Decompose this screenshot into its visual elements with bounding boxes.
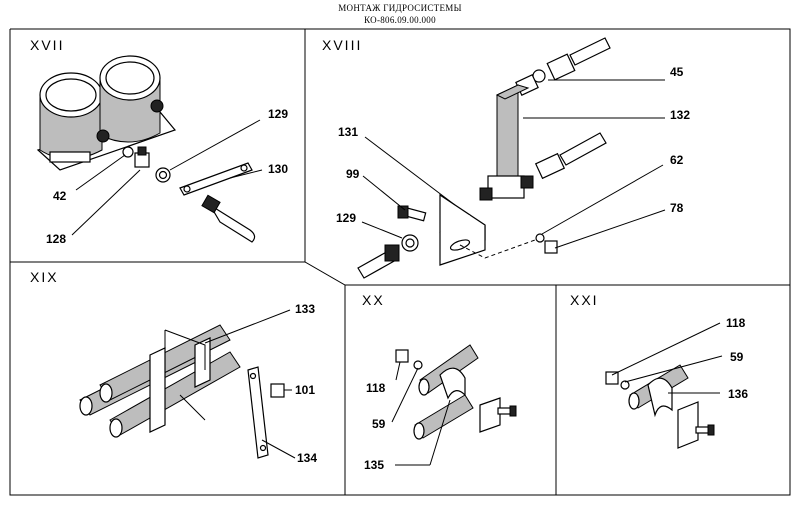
plate-bolt-xx	[479, 397, 517, 433]
nut-78	[544, 240, 558, 254]
bolt-large	[357, 244, 400, 279]
plate-130	[179, 162, 253, 196]
panel-label-xx: XX	[362, 292, 385, 308]
hose-fitting-45	[515, 37, 611, 96]
panel-xvii: XVII	[30, 37, 288, 246]
callout-130: 130	[268, 162, 288, 176]
pipe-132	[479, 84, 534, 201]
washer-42	[122, 146, 134, 158]
panel-borders	[9, 28, 791, 496]
nut-118-xxi	[605, 371, 619, 385]
callout-118-xxi: 118	[726, 316, 746, 330]
strip-134	[247, 366, 269, 459]
sheet-title: МОНТАЖ ГИДРОСИСТЕМЫ	[338, 3, 462, 13]
hose-end-130	[201, 194, 256, 243]
panel-xix: XIX 133 101 134	[30, 269, 317, 465]
callout-128: 128	[46, 232, 66, 246]
washer-59-xx	[413, 360, 423, 370]
callout-129-xviii: 129	[336, 211, 356, 225]
panel-label-xxi: XXI	[570, 292, 599, 308]
hose-right	[534, 132, 607, 180]
callout-132: 132	[670, 108, 690, 122]
panel-xx: XX 118 59 135	[362, 292, 517, 472]
washer-62	[535, 233, 545, 243]
panel-xxi: XXI 118 59 136	[570, 292, 748, 449]
clamp-bracket-133	[149, 329, 211, 433]
callout-45: 45	[670, 65, 684, 79]
washer-59-xxi	[620, 380, 630, 390]
panel-label-xviii: XVIII	[322, 37, 362, 53]
callout-135: 135	[364, 458, 384, 472]
callout-136: 136	[728, 387, 748, 401]
callout-131: 131	[338, 125, 358, 139]
callout-59-xx: 59	[372, 417, 386, 431]
callout-78: 78	[670, 201, 684, 215]
clamp-pipe-xxi	[628, 364, 689, 418]
panel-xviii: XVIII	[322, 37, 690, 279]
twin-cylinder-unit	[36, 55, 177, 171]
nut-118-xx	[395, 349, 409, 363]
nut-101	[270, 383, 285, 398]
callout-59-xxi: 59	[730, 350, 744, 364]
callout-42: 42	[53, 189, 67, 203]
plate-bolt-xxi	[677, 401, 715, 449]
bolt-99	[397, 205, 427, 222]
clamp-pipes-xx	[413, 344, 479, 440]
callout-62: 62	[670, 153, 684, 167]
fitting-128	[134, 146, 150, 168]
panel-label-xvii: XVII	[30, 37, 64, 53]
callout-133: 133	[295, 302, 315, 316]
callout-101: 101	[295, 383, 315, 397]
panel-label-xix: XIX	[30, 269, 59, 285]
callout-134: 134	[297, 451, 317, 465]
bracket-131	[439, 193, 486, 266]
callout-118-xx: 118	[366, 381, 386, 395]
callout-129: 129	[268, 107, 288, 121]
callout-99: 99	[346, 167, 360, 181]
drawing-code: КО-806.09.00.000	[364, 15, 436, 25]
